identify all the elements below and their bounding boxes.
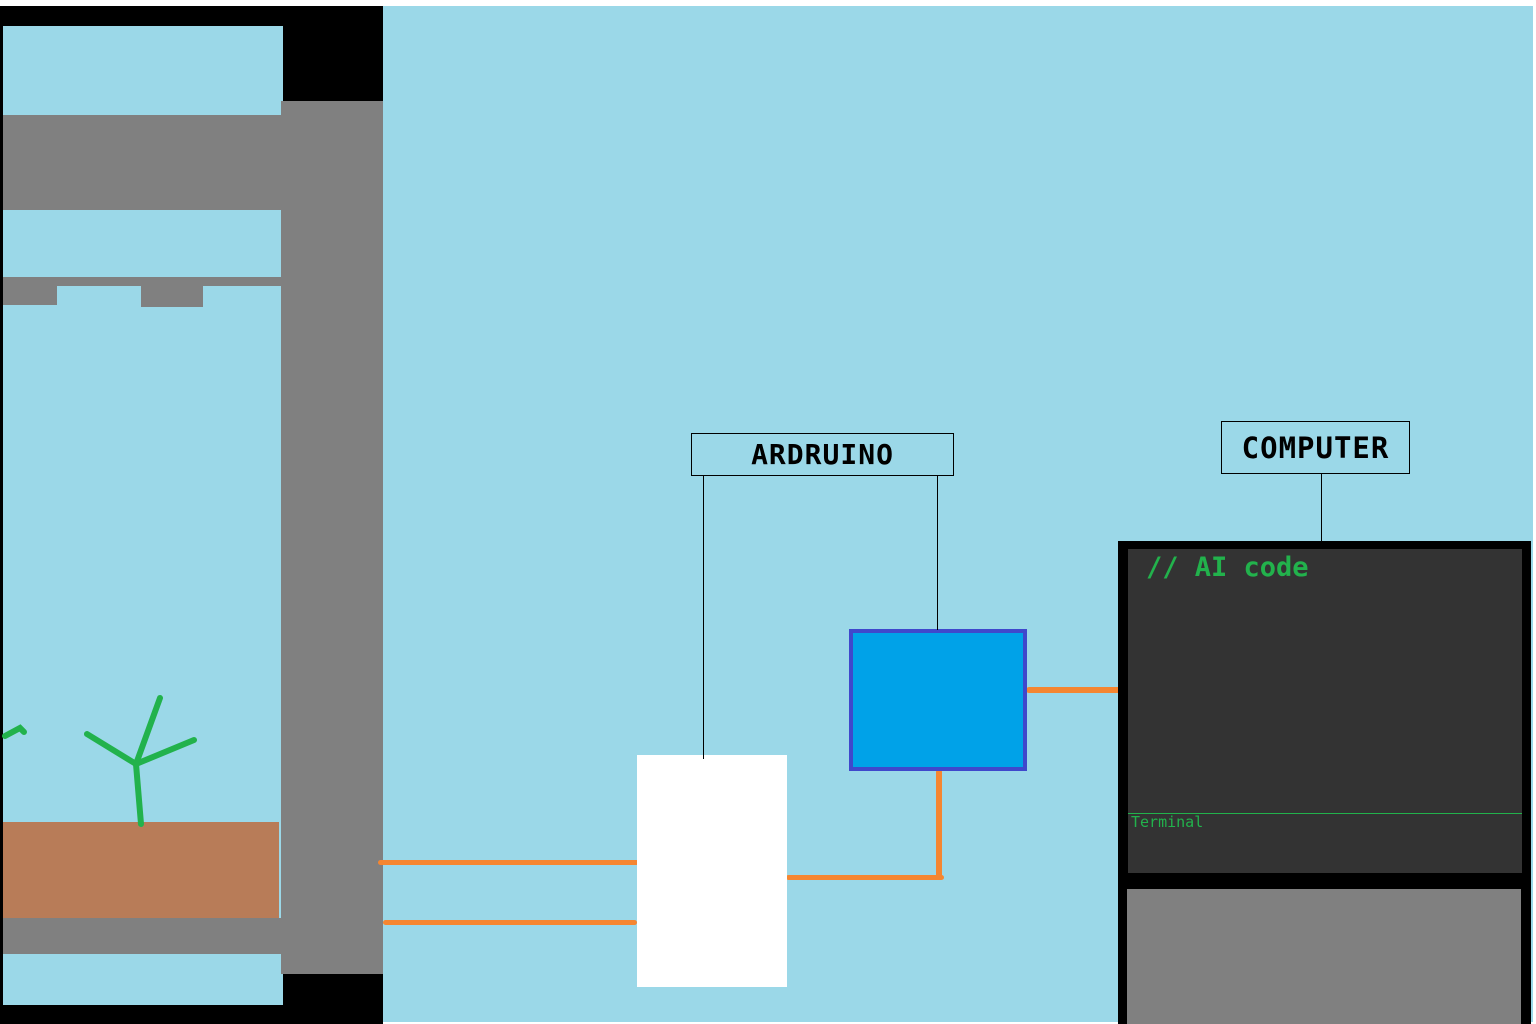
greenhouse-side-wall [281,101,383,974]
relay-to-computer-wire [1026,687,1122,693]
code-comment-text: // AI code [1146,552,1309,583]
usb-relay-module [849,629,1027,771]
plant-sprouts [2,695,197,827]
greenhouse-bottom-tray [3,918,281,954]
grow-light-bar [3,277,281,286]
plant-leaf-up [133,695,163,767]
plant-small-sprout [2,724,27,739]
computer-label-leader [1321,473,1322,543]
sensor-wire-lower [383,920,637,925]
grow-light-left [3,284,57,305]
arduino-label-leader-left [703,475,704,759]
plant-stem [133,761,144,827]
arduino-label-leader-right [937,475,938,630]
arduino-board [637,755,787,987]
plant-leaf-left [84,731,139,767]
computer-label: COMPUTER [1221,421,1410,474]
monitor-screen [1128,549,1522,873]
computer-base [1127,889,1521,1024]
terminal-label: Terminal [1131,813,1204,831]
plant-leaf-right [133,737,197,767]
arduino-to-relay-wire-horizontal [786,875,944,880]
sensor-wire-upper [378,860,639,865]
arduino-to-relay-wire-vertical [936,769,942,879]
terminal-divider [1128,813,1522,814]
arduino-label: ARDRUINO [691,433,954,476]
grow-light-right [141,284,203,307]
greenhouse-top-shelf [3,115,281,210]
soil-bed [3,822,279,918]
greenhouse-base [0,1005,383,1024]
